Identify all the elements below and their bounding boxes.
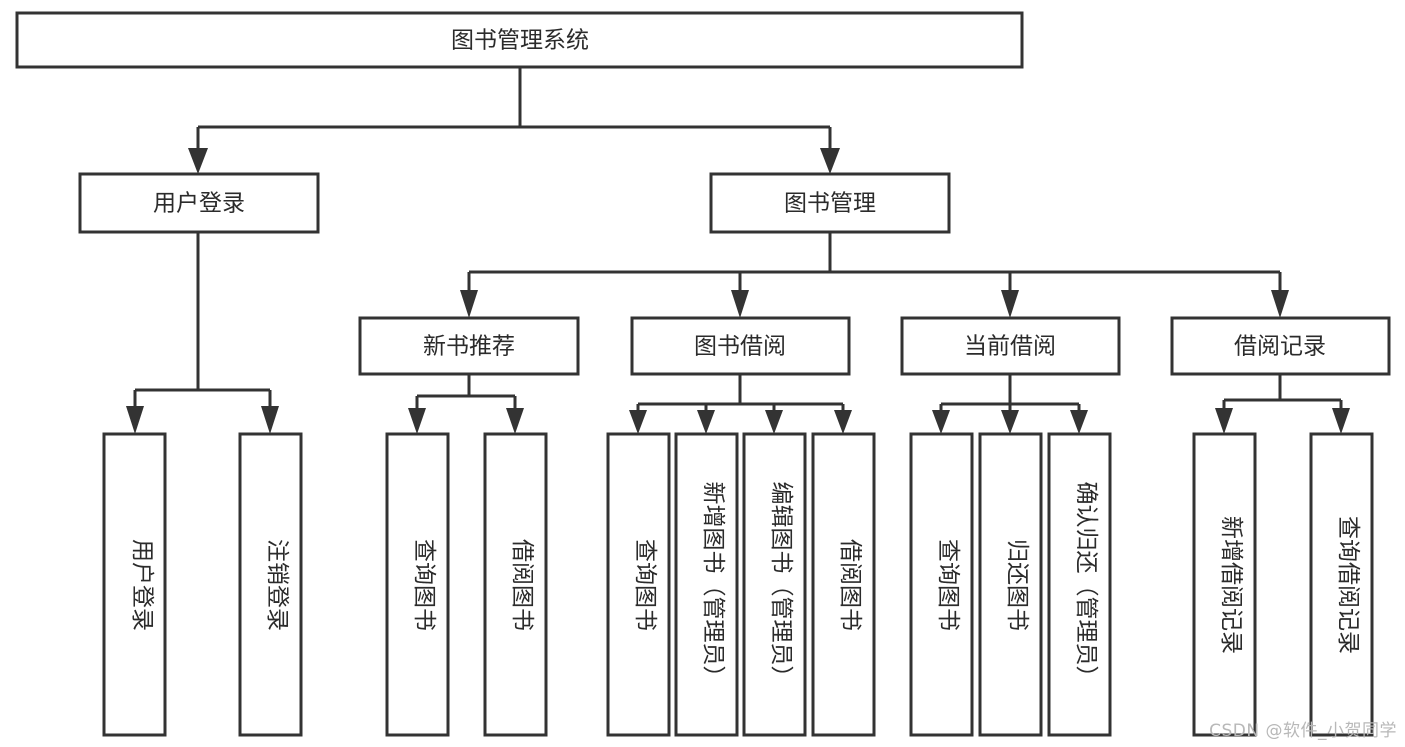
leaf-borrow-record-2-box[interactable] <box>1309 432 1374 737</box>
arrowhead-nb-leaf1 <box>408 408 426 434</box>
leaf-borrow-record-1-label: 新增借阅记录 <box>1218 516 1244 654</box>
arrowhead-borrowrecord <box>1271 290 1289 318</box>
arrowhead-bookmgmt <box>820 148 840 174</box>
arrowhead-userlogin <box>188 148 208 174</box>
connector-group-currentborrow <box>932 374 1088 434</box>
leaf-book-borrow-3-label: 编辑图书（管理员） <box>768 482 794 689</box>
leaf-current-borrow-2[interactable]: 归还图书 <box>978 432 1043 737</box>
leaf-book-borrow-1[interactable]: 查询图书 <box>606 432 671 737</box>
leaf-new-book-2-label: 借阅图书 <box>509 539 535 631</box>
node-new-book-recommend-label: 新书推荐 <box>423 334 515 360</box>
leaf-user-login-1-label: 用户登录 <box>129 539 155 631</box>
arrowhead-cb-leaf3 <box>1070 410 1088 434</box>
arrowhead-currentborrow <box>1001 290 1019 318</box>
connector-group-root <box>188 67 840 174</box>
leaf-borrow-record-2[interactable]: 查询借阅记录 <box>1309 432 1374 737</box>
node-new-book-recommend[interactable]: 新书推荐 <box>358 316 580 376</box>
leaf-borrow-record-1-box[interactable] <box>1192 432 1257 737</box>
arrowhead-bookborrow <box>731 290 749 318</box>
node-user-login-label: 用户登录 <box>153 191 245 217</box>
leaf-borrow-record-2-label: 查询借阅记录 <box>1335 516 1361 654</box>
connector-group-bookmgmt <box>460 232 1289 318</box>
leaf-current-borrow-1-label: 查询图书 <box>935 539 961 631</box>
leaf-current-borrow-1[interactable]: 查询图书 <box>909 432 974 737</box>
node-book-management-box[interactable] <box>709 172 951 234</box>
leaf-book-borrow-4-label: 借阅图书 <box>837 539 863 631</box>
node-book-borrow[interactable]: 图书借阅 <box>630 316 851 376</box>
node-root-system[interactable]: 图书管理系统 <box>15 11 1024 69</box>
leaf-new-book-1[interactable]: 查询图书 <box>385 432 450 737</box>
arrowhead-bb-leaf4 <box>834 410 852 434</box>
arrowhead-newbook <box>460 290 478 318</box>
node-current-borrow[interactable]: 当前借阅 <box>900 316 1121 376</box>
leaf-user-login-1[interactable]: 用户登录 <box>102 432 167 737</box>
leaf-book-borrow-1-box[interactable] <box>606 432 671 737</box>
leaf-new-book-1-label: 查询图书 <box>411 539 437 631</box>
node-borrow-record-label: 借阅记录 <box>1234 334 1326 360</box>
node-book-borrow-box[interactable] <box>630 316 851 376</box>
node-book-borrow-label: 图书借阅 <box>694 334 786 360</box>
arrowhead-br-leaf1 <box>1215 408 1233 434</box>
connector-group-newbook <box>408 374 524 434</box>
leaf-current-borrow-3-label: 确认归还（管理员） <box>1073 482 1099 689</box>
node-root-label: 图书管理系统 <box>451 28 589 54</box>
leaf-current-borrow-3[interactable]: 确认归还（管理员） <box>1047 432 1112 737</box>
node-root-box[interactable] <box>15 11 1024 69</box>
arrowhead-leaf-user-login <box>126 406 144 434</box>
node-book-management[interactable]: 图书管理 <box>709 172 951 234</box>
connector-group-borrowrecord <box>1215 374 1350 434</box>
node-current-borrow-label: 当前借阅 <box>964 334 1056 360</box>
arrowhead-nb-leaf2 <box>506 408 524 434</box>
connector-group-userlogin <box>126 232 279 434</box>
arrowhead-cb-leaf2 <box>1001 410 1019 434</box>
node-book-management-label: 图书管理 <box>784 191 876 217</box>
leaf-current-borrow-2-label: 归还图书 <box>1004 539 1030 631</box>
arrowhead-br-leaf2 <box>1332 408 1350 434</box>
leaf-current-borrow-2-box[interactable] <box>978 432 1043 737</box>
node-new-book-recommend-box[interactable] <box>358 316 580 376</box>
node-user-login-box[interactable] <box>78 172 320 234</box>
leaf-book-borrow-3[interactable]: 编辑图书（管理员） <box>742 432 807 737</box>
leaf-borrow-record-1[interactable]: 新增借阅记录 <box>1192 432 1257 737</box>
leaf-new-book-2-box[interactable] <box>483 432 548 737</box>
node-borrow-record-box[interactable] <box>1170 316 1391 376</box>
node-user-login[interactable]: 用户登录 <box>78 172 320 234</box>
leaf-user-login-2[interactable]: 注销登录 <box>238 432 303 737</box>
arrowhead-bb-leaf2 <box>697 410 715 434</box>
node-borrow-record[interactable]: 借阅记录 <box>1170 316 1391 376</box>
leaf-user-login-2-label: 注销登录 <box>264 539 290 631</box>
arrowhead-bb-leaf1 <box>629 410 647 434</box>
leaf-book-borrow-2-box[interactable] <box>674 432 739 737</box>
leaf-new-book-1-box[interactable] <box>385 432 450 737</box>
leaf-book-borrow-3-box[interactable] <box>742 432 807 737</box>
leaf-new-book-2[interactable]: 借阅图书 <box>483 432 548 737</box>
arrowhead-bb-leaf3 <box>765 410 783 434</box>
leaf-current-borrow-1-box[interactable] <box>909 432 974 737</box>
leaf-book-borrow-2[interactable]: 新增图书（管理员） <box>674 432 739 737</box>
leaf-user-login-2-box[interactable] <box>238 432 303 737</box>
leaf-user-login-1-box[interactable] <box>102 432 167 737</box>
leaf-book-borrow-4[interactable]: 借阅图书 <box>811 432 876 737</box>
leaf-current-borrow-3-box[interactable] <box>1047 432 1112 737</box>
leaf-book-borrow-4-box[interactable] <box>811 432 876 737</box>
arrowhead-leaf-logout <box>261 406 279 434</box>
connector-group-bookborrow <box>629 374 852 434</box>
leaf-book-borrow-1-label: 查询图书 <box>632 539 658 631</box>
arrowhead-cb-leaf1 <box>932 410 950 434</box>
leaf-book-borrow-2-label: 新增图书（管理员） <box>700 482 726 689</box>
node-current-borrow-box[interactable] <box>900 316 1121 376</box>
